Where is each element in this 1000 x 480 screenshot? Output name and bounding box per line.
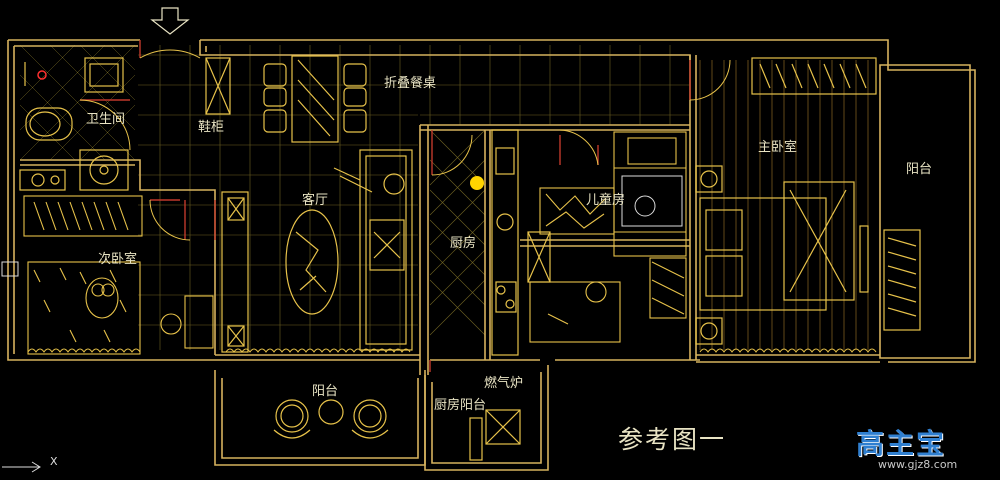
label-balcony-south: 阳台 bbox=[312, 384, 339, 399]
kitchen-pendant-light bbox=[470, 176, 484, 190]
entrance-arrow bbox=[150, 7, 190, 35]
children-room-bedsheet bbox=[621, 175, 683, 227]
label-bathroom: 卫生间 bbox=[86, 112, 126, 127]
label-gas-heater: 燃气炉 bbox=[484, 376, 524, 391]
label-kitchen-balcony: 厨房阳台 bbox=[434, 398, 487, 413]
kitchen-counter bbox=[491, 129, 551, 356]
bathroom-fixture-red bbox=[37, 70, 47, 80]
east-balcony-furniture bbox=[883, 229, 921, 331]
bathroom-fixtures bbox=[19, 57, 129, 191]
children-room-furniture bbox=[529, 131, 687, 343]
bathroom-tiles bbox=[19, 44, 136, 161]
label-shoe-cabinet: 鞋柜 bbox=[198, 120, 225, 135]
balcony-chairs bbox=[273, 399, 389, 439]
label-folding-table: 折叠餐桌 bbox=[384, 76, 437, 91]
door-accents bbox=[80, 40, 691, 372]
label-master-bedroom: 主卧室 bbox=[758, 140, 798, 155]
watermark-url: www.gjz8.com bbox=[878, 458, 958, 471]
door-swings bbox=[79, 49, 731, 241]
shoe-cabinet bbox=[205, 57, 231, 115]
walls bbox=[7, 39, 976, 471]
label-balcony-east: 阳台 bbox=[906, 162, 933, 177]
drawing-caption: 参考图一 bbox=[618, 425, 727, 454]
label-kitchen: 厨房 bbox=[450, 236, 477, 251]
kitchen-tiles bbox=[429, 129, 486, 336]
living-furniture bbox=[221, 149, 413, 353]
dining-set bbox=[263, 55, 367, 143]
ucs-x-label: X bbox=[50, 455, 58, 468]
label-children-room: 儿童房 bbox=[586, 193, 626, 208]
watermark-logo: 高主宝 www.gjz8.com bbox=[850, 420, 1000, 476]
ucs-arrow-icon bbox=[2, 461, 41, 473]
label-second-bedroom: 次卧室 bbox=[98, 252, 138, 267]
wall-trims bbox=[27, 348, 877, 353]
left-window-marker bbox=[1, 261, 19, 277]
kitchen-balcony-appliance bbox=[469, 409, 521, 461]
watermark-brand: 高主宝 bbox=[856, 427, 947, 460]
floor-tile-grid bbox=[138, 45, 690, 350]
ucs-axis-indicator: X bbox=[0, 455, 70, 476]
label-living-room: 客厅 bbox=[302, 193, 329, 208]
second-bedroom-furniture bbox=[23, 195, 214, 355]
master-bedroom-furniture bbox=[695, 57, 877, 345]
